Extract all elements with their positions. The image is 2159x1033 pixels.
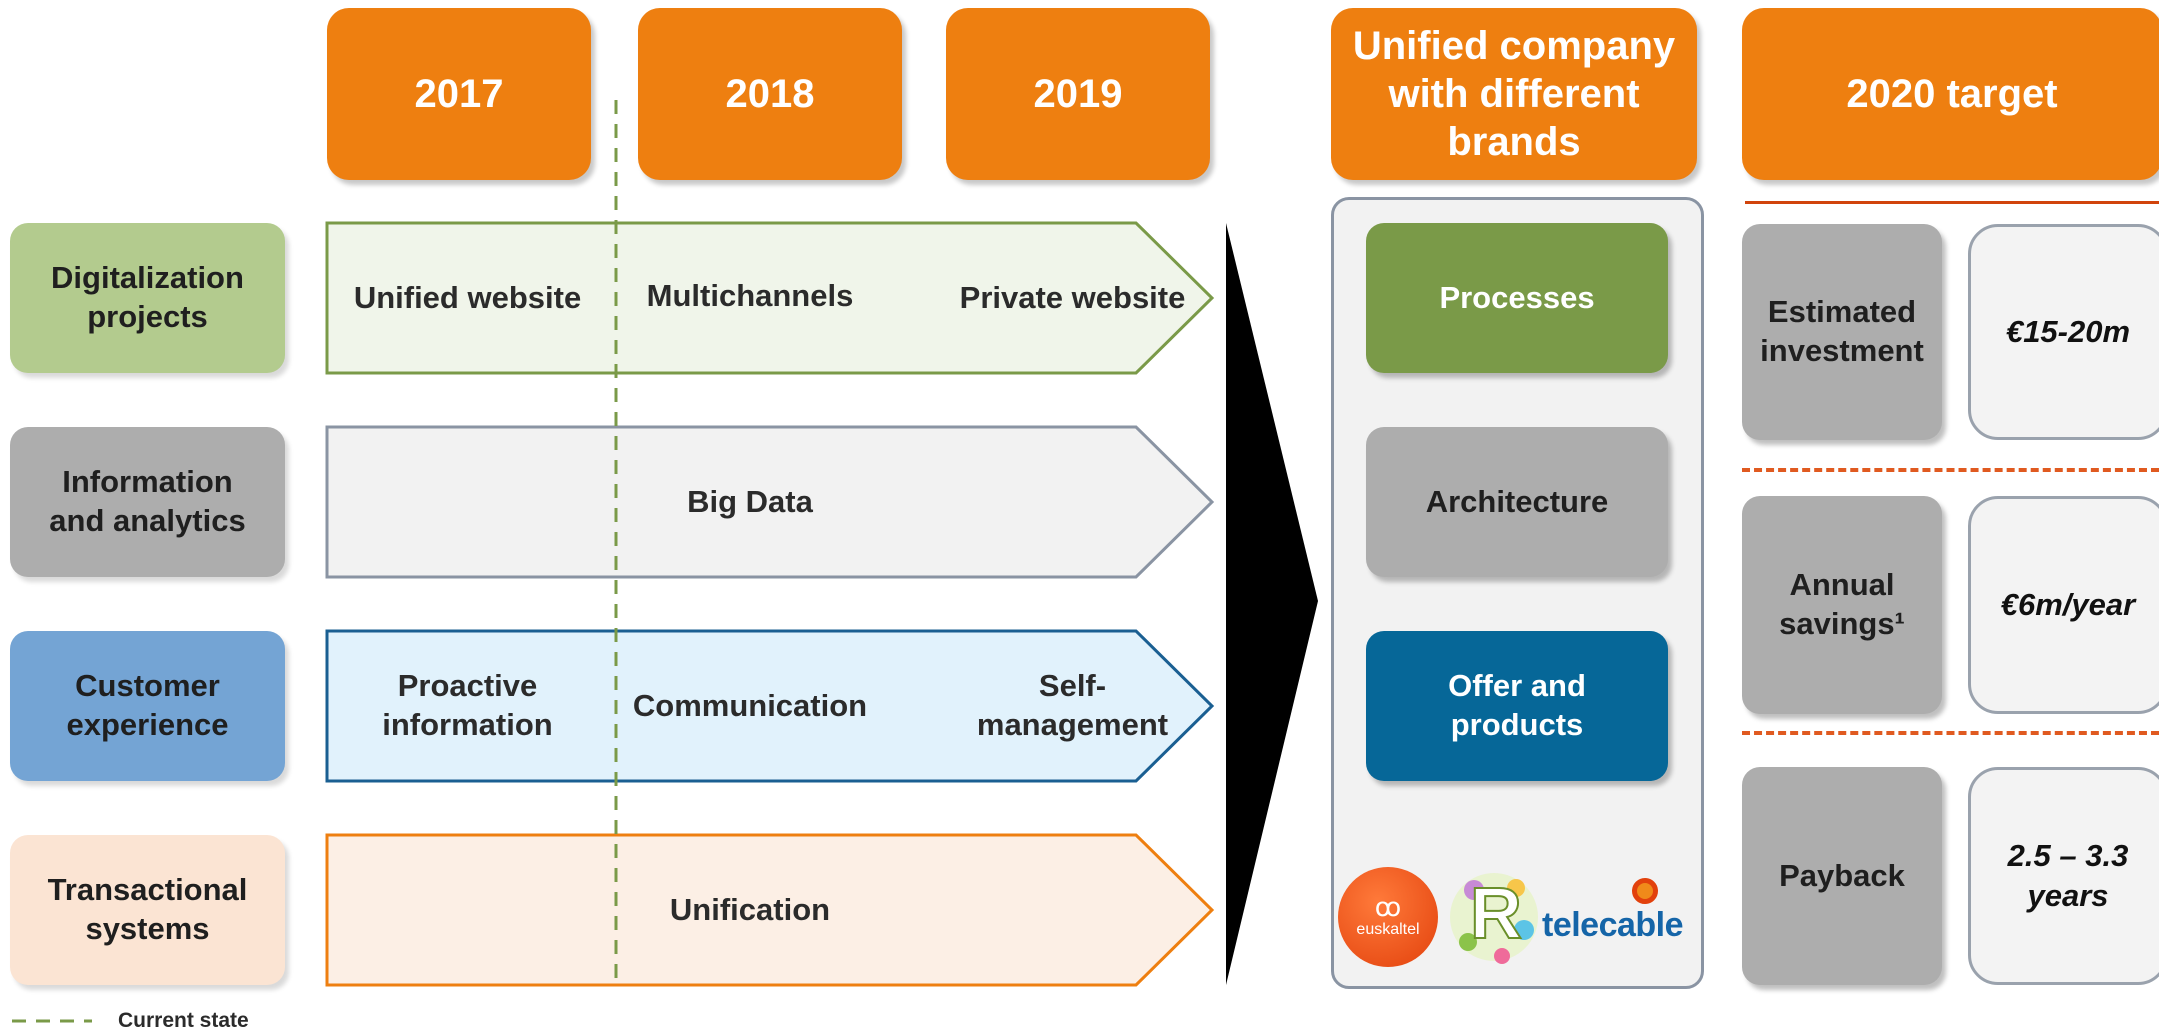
category-digitalization-projects: Digitalization projects xyxy=(10,223,285,373)
text-multichannels: Multichannels xyxy=(646,277,854,313)
arrow-customer xyxy=(325,629,1215,783)
header-2019: 2019 xyxy=(946,8,1210,180)
r-brand-letter: R xyxy=(1469,874,1523,954)
arrow-digitalization xyxy=(325,221,1215,375)
legend-current-state: Current state xyxy=(118,1009,249,1032)
telecable-wordmark: telecable xyxy=(1542,906,1684,944)
payback-value: 2.5 – 3.3 years xyxy=(1968,767,2159,985)
text-private-website: Private website xyxy=(959,279,1186,315)
transition-triangle xyxy=(1226,223,1318,985)
header-2018: 2018 xyxy=(638,8,902,180)
text-self-management: Self-management xyxy=(976,668,1169,742)
header-2020-target: 2020 target xyxy=(1742,8,2159,180)
telecable-circle-icon xyxy=(1632,878,1658,904)
target-divider-1 xyxy=(1742,468,2159,472)
telecable-logo: telecable xyxy=(1540,872,1705,944)
euskaltel-symbol-icon: ꝏ xyxy=(1374,892,1402,923)
processes-box: Processes xyxy=(1366,223,1668,373)
target-divider-2 xyxy=(1742,731,2159,735)
header-unified-company: Unified company with different brands xyxy=(1331,8,1697,180)
text-unified-website: Unified website xyxy=(353,279,582,315)
target-top-rule xyxy=(1745,201,2159,204)
payback-label: Payback xyxy=(1742,767,1942,985)
category-information-analytics: Information and analytics xyxy=(10,427,285,577)
arrow-transactional xyxy=(325,833,1215,987)
euskaltel-logo: ꝏ euskaltel xyxy=(1338,867,1438,967)
text-communication: Communication xyxy=(632,687,868,723)
offer-products-box: Offer and products xyxy=(1366,631,1668,781)
text-big-data: Big Data xyxy=(687,483,813,519)
header-2017: 2017 xyxy=(327,8,591,180)
r-brand-logo: R xyxy=(1444,860,1544,975)
architecture-box: Architecture xyxy=(1366,427,1668,577)
annual-savings-label: Annual savings¹ xyxy=(1742,496,1942,714)
annual-savings-value: €6m/year xyxy=(1968,496,2159,714)
category-transactional-systems: Transactional systems xyxy=(10,835,285,985)
text-unification: Unification xyxy=(669,891,831,927)
estimated-investment-value: €15-20m xyxy=(1968,224,2159,440)
euskaltel-wordmark: euskaltel xyxy=(1356,921,1420,939)
arrow-information xyxy=(325,425,1215,579)
estimated-investment-label: Estimated investment xyxy=(1742,224,1942,440)
category-customer-experience: Customer experience xyxy=(10,631,285,781)
text-proactive-information: Proactive information xyxy=(382,668,553,742)
